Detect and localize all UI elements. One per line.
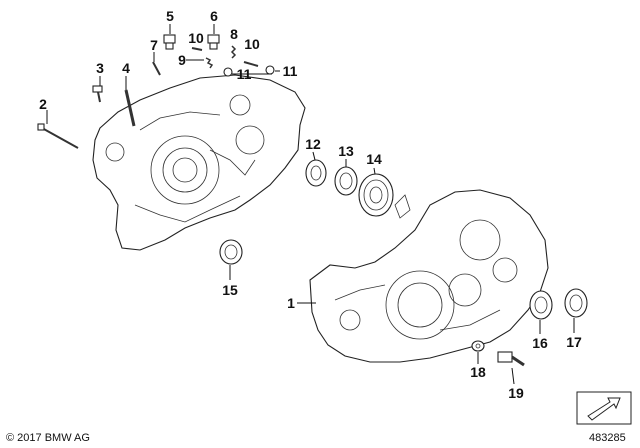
right-crankcase-half — [309, 189, 549, 363]
pin-10b — [243, 61, 259, 67]
callout-15: 15 — [222, 282, 238, 298]
callout-2: 2 — [39, 96, 47, 112]
callout-17: 17 — [566, 334, 582, 350]
bolt-19 — [497, 351, 525, 367]
diagram-id: 483285 — [589, 432, 626, 444]
copyright-text: © 2017 BMW AG — [6, 432, 90, 444]
leader-lines — [46, 24, 575, 385]
callout-6: 6 — [210, 8, 218, 24]
callout-9: 9 — [178, 52, 186, 68]
callout-14: 14 — [366, 151, 382, 167]
callout-10b: 10 — [244, 36, 260, 52]
orientation-arrow-icon — [576, 391, 632, 425]
ring-11a — [223, 67, 233, 77]
callout-5: 5 — [166, 8, 174, 24]
seal-12 — [305, 159, 327, 187]
callout-18: 18 — [470, 364, 486, 380]
spring-9 — [205, 57, 214, 69]
callout-8: 8 — [230, 26, 238, 42]
screw-7 — [152, 61, 161, 76]
ring-11b — [265, 65, 275, 75]
callout-11a: 11 — [236, 66, 252, 82]
callout-4: 4 — [122, 60, 130, 76]
pin-10a — [191, 47, 203, 51]
seal-15 — [219, 239, 243, 265]
callout-16: 16 — [532, 335, 548, 351]
callout-12: 12 — [305, 136, 321, 152]
plug-6 — [207, 34, 220, 50]
washer-18 — [471, 340, 485, 352]
seal-17 — [564, 288, 588, 318]
callout-13: 13 — [338, 143, 354, 159]
callout-1: 1 — [287, 295, 295, 311]
callout-3: 3 — [96, 60, 104, 76]
bolt-2 — [37, 123, 79, 149]
bearing-14 — [358, 173, 394, 217]
plug-5 — [163, 34, 176, 50]
stud-4 — [124, 89, 136, 127]
screw-3 — [92, 85, 103, 103]
callout-7: 7 — [150, 37, 158, 53]
seal-13 — [334, 166, 358, 196]
callout-11b: 11 — [282, 63, 298, 79]
callout-19: 19 — [508, 385, 524, 401]
spring-8 — [230, 45, 237, 59]
seal-16 — [529, 290, 553, 320]
left-crankcase-half — [92, 74, 306, 251]
callout-10a: 10 — [188, 30, 204, 46]
